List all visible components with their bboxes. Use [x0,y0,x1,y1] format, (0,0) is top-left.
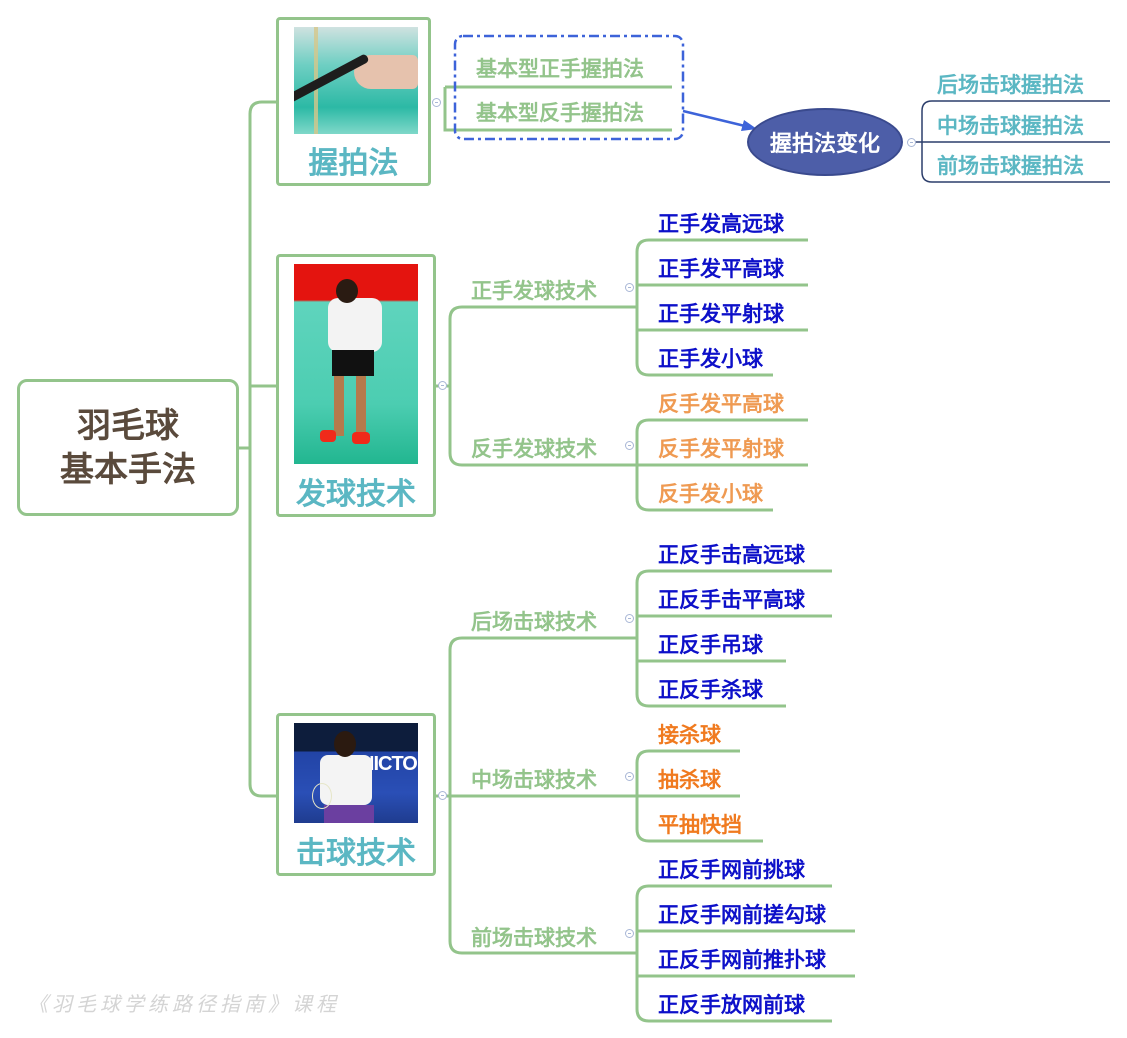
grip-photo-image [294,27,418,134]
root-title-line1: 羽毛球 [77,405,179,446]
leaf-serve-bh-3[interactable]: 反手发小球 [658,482,763,506]
leaf-front-3[interactable]: 正反手网前推扑球 [658,948,826,972]
subtopic-forehand-serve[interactable]: 正手发球技术 [471,279,597,303]
player-shorts [332,350,374,376]
leaf-rear-4[interactable]: 正反手杀球 [658,678,763,702]
player-head [336,279,358,303]
player-shoe-left [320,430,336,442]
grip-variation-rear[interactable]: 后场击球握拍法 [937,73,1084,97]
player-leg-right [356,376,366,434]
root-title-line2: 基本手法 [60,449,196,490]
leaf-mid-1[interactable]: 接杀球 [658,723,721,747]
player-head [334,731,356,757]
leaf-mid-3[interactable]: 平抽快挡 [658,813,742,837]
grip-variation-label: 握拍法变化 [769,132,880,157]
collapse-toggle-grip-variation[interactable] [907,138,916,147]
leaf-serve-fh-4[interactable]: 正手发小球 [658,347,763,371]
leaf-serve-fh-2[interactable]: 正手发平高球 [658,257,784,281]
collapse-toggle-mid-court[interactable] [625,772,634,781]
grip-item-forehand[interactable]: 基本型正手握拍法 [476,57,644,81]
racket-head [312,783,332,809]
player-shorts [324,805,374,823]
grip-variation-node[interactable]: 握拍法变化 [747,108,903,176]
grip-variation-front[interactable]: 前场击球握拍法 [937,154,1084,178]
topic-serve-label: 发球技术 [296,477,416,512]
leaf-serve-bh-2[interactable]: 反手发平射球 [658,437,784,461]
leaf-serve-bh-1[interactable]: 反手发平高球 [658,392,784,416]
banner-text-shape: NICTO [360,753,418,775]
subtopic-rear-court[interactable]: 后场击球技术 [471,610,597,634]
grip-item-backhand[interactable]: 基本型反手握拍法 [476,101,644,125]
collapse-toggle-grip[interactable] [432,98,441,107]
collapse-toggle-front-court[interactable] [625,929,634,938]
topic-grip[interactable]: 握拍法 [276,17,431,186]
player-shirt [328,298,382,352]
collapse-toggle-backhand-serve[interactable] [625,441,634,450]
topic-grip-label: 握拍法 [308,146,399,181]
collapse-toggle-stroke[interactable] [438,791,447,800]
stroke-photo-image: NICTO [294,723,418,823]
leaf-rear-2[interactable]: 正反手击平高球 [658,588,805,612]
serve-photo-image [294,264,418,464]
leaf-front-2[interactable]: 正反手网前搓勾球 [658,903,826,927]
leaf-rear-3[interactable]: 正反手吊球 [658,633,763,657]
player-leg-left [334,376,344,436]
collapse-toggle-forehand-serve[interactable] [625,283,634,292]
subtopic-backhand-serve[interactable]: 反手发球技术 [471,437,597,461]
leaf-serve-fh-3[interactable]: 正手发平射球 [658,302,784,326]
topic-stroke[interactable]: NICTO 击球技术 [276,713,436,876]
root-topic[interactable]: 羽毛球 基本手法 [17,379,239,516]
leaf-rear-1[interactable]: 正反手击高远球 [658,543,805,567]
leaf-serve-fh-1[interactable]: 正手发高远球 [658,212,784,236]
leaf-front-4[interactable]: 正反手放网前球 [658,993,805,1017]
leaf-front-1[interactable]: 正反手网前挑球 [658,858,805,882]
collapse-toggle-serve[interactable] [438,381,447,390]
player-shoe-right [352,432,370,444]
topic-stroke-label: 击球技术 [296,836,416,871]
leaf-mid-2[interactable]: 抽杀球 [658,768,721,792]
subtopic-front-court[interactable]: 前场击球技术 [471,926,597,950]
subtopic-mid-court[interactable]: 中场击球技术 [471,768,597,792]
collapse-toggle-rear-court[interactable] [625,614,634,623]
grip-variation-mid[interactable]: 中场击球握拍法 [937,114,1084,138]
course-watermark: 《羽毛球学练路径指南》课程 [28,992,340,1016]
topic-serve[interactable]: 发球技术 [276,254,436,517]
